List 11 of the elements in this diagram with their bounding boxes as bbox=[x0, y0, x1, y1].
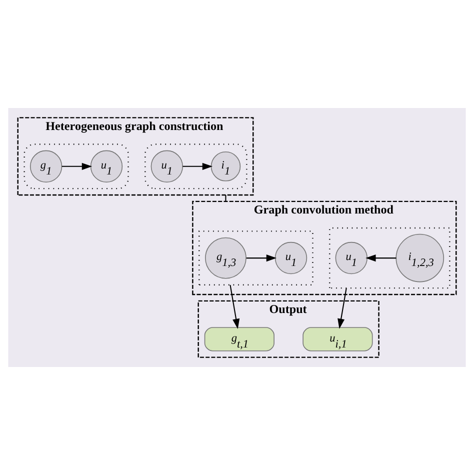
cluster bbox=[198, 230, 314, 285]
arrow bbox=[230, 284, 240, 329]
arrow bbox=[62, 162, 92, 170]
cluster bbox=[144, 143, 248, 189]
arrow bbox=[366, 254, 396, 262]
cluster bbox=[24, 143, 129, 189]
cluster bbox=[329, 226, 450, 288]
arrow bbox=[338, 287, 347, 328]
arrow bbox=[246, 254, 277, 262]
connector bbox=[225, 194, 226, 201]
arrow bbox=[182, 162, 213, 170]
